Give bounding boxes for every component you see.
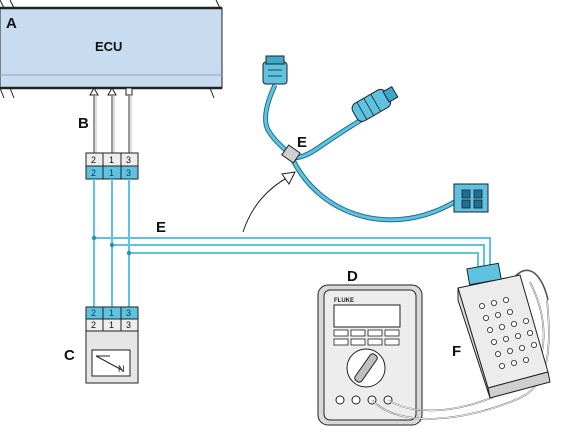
harness-b-wires: [93, 95, 132, 153]
callout-c: C: [64, 347, 75, 364]
ecu-block: A ECU: [0, 0, 223, 99]
connector-bottom-blue-pin-3: 3: [126, 308, 131, 318]
connector-bottom-pin-2: 1: [109, 320, 114, 330]
callout-a: A: [6, 15, 17, 32]
test-harness-wires: [91, 179, 491, 307]
multimeter-display: [333, 304, 401, 328]
connector-top-blue-pin-1: 2: [91, 168, 96, 178]
connector-bottom-blue-pin-1: 2: [91, 308, 96, 318]
connector-bottom-pin-3: 3: [126, 320, 131, 330]
pointer-arrow: [242, 171, 296, 233]
connector-top-blue-pin-2: 1: [109, 168, 114, 178]
multimeter-brand: FLUKE: [334, 298, 354, 304]
callout-f: F: [452, 343, 461, 360]
connector-top-pin-1: 2: [91, 155, 96, 165]
harness-e: [262, 55, 489, 223]
breakout-box-f: [457, 262, 551, 399]
connector-bottom: 2 1 3 2 1 3: [85, 306, 139, 332]
ecu-title: ECU: [95, 39, 122, 54]
callout-d: D: [347, 268, 358, 285]
harness-e-plug-top: [262, 55, 288, 85]
connector-top-pin-2: 1: [109, 155, 114, 165]
harness-e-plug-round: [351, 85, 399, 122]
breakout-box-sockets: [478, 296, 538, 369]
callout-e-harness: E: [297, 134, 307, 151]
callout-b: B: [78, 115, 89, 132]
sensor-c: N: [85, 330, 139, 384]
connector-bottom-blue-pin-2: 1: [109, 308, 114, 318]
multimeter-d: FLUKE: [317, 284, 423, 426]
sensor-mark: N: [118, 364, 125, 374]
connector-top-pin-3: 3: [126, 155, 131, 165]
connector-bottom-pin-1: 2: [91, 320, 96, 330]
callout-e-wires: E: [156, 219, 166, 236]
multimeter-buttons: [333, 329, 400, 346]
connector-top: 2 1 3 2 1 3: [85, 152, 139, 180]
connector-top-blue-pin-3: 3: [126, 168, 131, 178]
harness-e-connector-square: [453, 183, 489, 213]
